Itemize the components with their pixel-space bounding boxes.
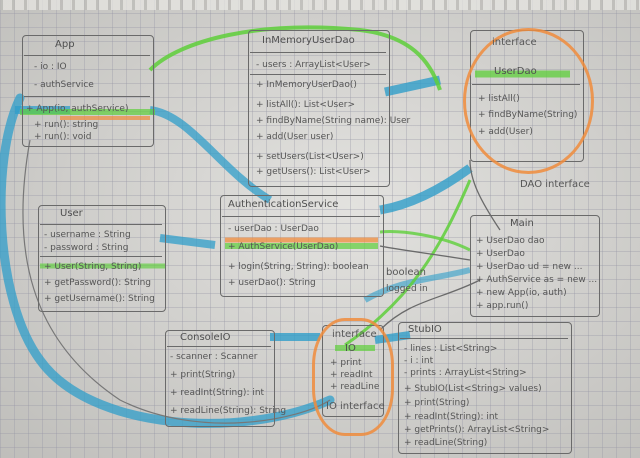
- class-line: - authService: [34, 80, 94, 90]
- arrow-main-auth: [379, 245, 471, 261]
- blue-app-to-inmemory: [149, 106, 273, 204]
- interface-line: + add(User): [478, 127, 533, 137]
- blue-loop-connector: [0, 93, 335, 428]
- class-line: + getUsername(): String: [44, 294, 155, 304]
- class-line: + readLine(String): String: [170, 406, 287, 416]
- blue-user-auth: [159, 234, 216, 249]
- class-line: + InMemoryUserDao(): [256, 80, 357, 90]
- class-line: + UserDao: [476, 249, 525, 259]
- annotation-boolean: boolean: [386, 267, 426, 278]
- class-title-app: App: [55, 39, 75, 50]
- class-box-app: [22, 35, 154, 147]
- interface-stereotype-userdao: interface: [492, 37, 537, 48]
- blue-auth-dao: [379, 164, 473, 215]
- class-line: + run(): void: [34, 132, 92, 142]
- interface-line: + print: [330, 358, 362, 368]
- class-title-stubio: StubIO: [408, 324, 442, 335]
- class-line: + getPassword(): String: [44, 278, 151, 288]
- orange-circle-io: [312, 318, 394, 436]
- interface-stereotype-io: interface: [332, 329, 377, 340]
- class-line: - username : String: [44, 230, 131, 240]
- interface-line: + findByName(String): [478, 110, 578, 120]
- interface-line: + readInt: [330, 370, 373, 380]
- class-line: + findByName(String name): User: [256, 116, 411, 126]
- class-line: + readInt(String): int: [404, 412, 499, 422]
- class-line: + readLine(String): [404, 438, 488, 448]
- class-box-inmemory-userdao: [248, 30, 390, 187]
- annotation-loggedin: logged in: [386, 284, 428, 294]
- class-line: + login(String, String): boolean: [228, 262, 369, 272]
- class-title-user: User: [60, 208, 83, 219]
- class-line: - userDao : UserDao: [228, 224, 319, 234]
- class-line: - io : IO: [34, 62, 67, 72]
- interface-title-userdao: UserDao: [494, 66, 537, 77]
- spiral-binding: [0, 0, 640, 10]
- interface-line: + readLine: [330, 382, 380, 392]
- class-line: - i : int: [404, 356, 434, 366]
- interface-footer-io: IO interface: [326, 401, 385, 412]
- class-line: - users : ArrayList<User>: [256, 60, 371, 70]
- class-title-auth: AuthenticationService: [228, 199, 339, 210]
- blue-inmemory-dao: [384, 75, 441, 97]
- class-line: + add(User user): [256, 132, 334, 142]
- arrow-main-io: [379, 279, 481, 331]
- class-line: + UserDao dao: [476, 236, 545, 246]
- class-line: + userDao(): String: [228, 278, 316, 288]
- arrow-main-dao: [469, 159, 501, 231]
- interface-title-io: IO: [345, 343, 356, 354]
- class-line: + app.run(): [476, 301, 529, 311]
- class-title-inmemory: InMemoryUserDao: [262, 35, 355, 46]
- class-line: + App(io, authService): [26, 104, 129, 114]
- class-line: + UserDao ud = new ...: [476, 262, 583, 272]
- class-box-main: [470, 215, 600, 317]
- class-box-user: [38, 205, 166, 312]
- class-line: - lines : List<String>: [404, 344, 498, 354]
- class-line: + run(): string: [34, 120, 99, 130]
- interface-line: + listAll(): [478, 94, 520, 104]
- class-line: + AuthService(UserDao): [228, 242, 339, 252]
- class-line: + StubIO(List<String> values): [404, 384, 542, 394]
- class-line: + print(String): [404, 398, 470, 408]
- class-line: + new App(io, auth): [476, 288, 567, 298]
- class-title-main: Main: [510, 218, 534, 229]
- orange-circle-userdao: [463, 28, 594, 174]
- class-line: - prints : ArrayList<String>: [404, 368, 527, 378]
- class-line: + getPrints(): ArrayList<String>: [404, 425, 550, 435]
- class-line: - password : String: [44, 243, 129, 253]
- green-app-inmemory: [148, 25, 442, 91]
- class-line: + setUsers(List<User>): [256, 152, 364, 162]
- class-box-authservice: [220, 195, 384, 297]
- class-line: + readInt(String): int: [170, 388, 265, 398]
- class-line: + listAll(): List<User>: [256, 100, 356, 110]
- pencil-outer-loop: [22, 139, 331, 424]
- class-line: + User(String, String): [44, 262, 142, 272]
- annotation-dao-interface: DAO interface: [520, 179, 590, 190]
- class-line: + AuthService as = new ...: [476, 275, 598, 285]
- green-main-auth: [379, 230, 471, 252]
- class-title-consoleio: ConsoleIO: [180, 332, 231, 343]
- class-box-consoleio: [165, 330, 275, 427]
- class-box-stubio: [398, 322, 572, 454]
- blue-main-auth: [363, 267, 471, 303]
- class-line: + getUsers(): List<User>: [256, 167, 371, 177]
- class-line: + print(String): [170, 370, 236, 380]
- class-line: - scanner : Scanner: [170, 352, 258, 362]
